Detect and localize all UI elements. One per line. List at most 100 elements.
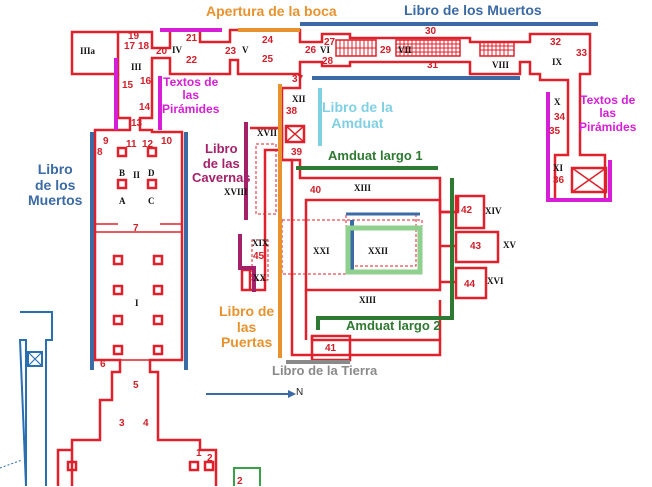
roman-VIII: VIII: [492, 60, 510, 70]
roman-XVI: XVI: [487, 276, 504, 286]
label-line: Muertos: [28, 192, 83, 209]
num-7: 7: [133, 223, 139, 234]
pillar: [112, 254, 124, 266]
label-line: Libro: [205, 141, 238, 156]
label-apertura: Apertura de la boca: [206, 3, 337, 19]
roman-XIII-top: XIII: [354, 183, 372, 193]
num-23: 23: [225, 46, 237, 57]
num-26: 26: [305, 45, 317, 56]
num-15: 15: [122, 80, 134, 91]
band-cavernas: [238, 122, 256, 292]
num-14: 14: [139, 102, 151, 113]
hatching: [336, 40, 514, 56]
num-22: 22: [186, 55, 198, 66]
num-2: 2: [207, 453, 213, 464]
corridor-VIII: [479, 41, 515, 57]
num-6: 6: [100, 359, 106, 370]
num-29: 29: [380, 45, 392, 56]
pillar: [152, 254, 164, 266]
label-line: Textos de: [163, 75, 219, 89]
num-3: 3: [119, 418, 125, 429]
label-line: de las: [202, 155, 240, 171]
pillar: [146, 178, 158, 190]
num-30: 30: [425, 26, 437, 37]
num-9: 9: [103, 136, 109, 147]
pillar: [152, 284, 164, 296]
roman-XIV: XIV: [485, 206, 502, 216]
roman-X: X: [554, 97, 561, 107]
label-line: las: [599, 106, 617, 121]
roman-XVII: XVII: [257, 128, 278, 138]
legend-box: [233, 467, 261, 486]
label-line: Pirámides: [579, 119, 637, 134]
label-line: Textos de: [580, 93, 636, 107]
pillar: [152, 344, 164, 356]
roman-XXII: XXII: [368, 246, 389, 256]
roman-XI: XI: [553, 163, 564, 173]
burial-chamber: [304, 198, 442, 292]
roman-XXI: XXI: [313, 246, 330, 256]
label-line: las: [182, 88, 200, 103]
num-24: 24: [262, 35, 274, 46]
label-cavernas: Libro de las Cavernas: [192, 141, 251, 186]
pillar: [116, 146, 128, 158]
pillar: [152, 314, 164, 326]
pillar: [203, 460, 215, 472]
pillar: [112, 344, 124, 356]
num-45: 45: [253, 251, 265, 262]
roman-IIIa: IIIa: [80, 46, 96, 56]
shaft-left: [18, 311, 53, 486]
roman-VII: VII: [398, 45, 412, 55]
label-north: N: [296, 387, 304, 398]
num-19: 19: [128, 31, 140, 42]
num-11: 11: [126, 139, 137, 150]
label-piramides-1: Textos de las Pirámides: [162, 75, 219, 116]
letter-C: C: [148, 196, 155, 206]
label-amduat: Libro de la Amduat: [322, 99, 393, 131]
num-31: 31: [427, 60, 439, 71]
letter-B: B: [119, 168, 126, 178]
label-line: Amduat: [331, 114, 384, 131]
pillar: [112, 284, 124, 296]
num-43: 43: [470, 241, 482, 252]
room-36: [570, 166, 608, 194]
num-4: 4: [143, 418, 149, 429]
num-33: 33: [576, 48, 588, 59]
num-13: 13: [131, 118, 143, 129]
num-41: 41: [325, 343, 337, 354]
num-36: 36: [553, 175, 565, 186]
label-amduat-largo-2: Amduat largo 2: [346, 318, 441, 333]
num-12: 12: [142, 139, 154, 150]
roman-II: II: [133, 170, 141, 180]
band-burial-green: [345, 225, 423, 275]
num-28: 28: [322, 56, 334, 67]
letter-A: A: [119, 196, 126, 206]
main-corridor-west: [70, 74, 132, 450]
label-muertos-top: Libro de los Muertos: [404, 2, 542, 18]
label-line: Puertas: [220, 334, 273, 351]
roman-XV: XV: [503, 240, 516, 250]
num-32: 32: [550, 37, 562, 48]
roman-IX: IX: [552, 57, 563, 67]
label-line: Libro: [37, 161, 73, 177]
num-44: 44: [464, 279, 476, 290]
label-line: Libro de la: [322, 99, 393, 115]
band-piramides-east: [546, 92, 612, 202]
room-36-cross: [571, 167, 607, 193]
room-38-cross: [285, 125, 305, 143]
num-39: 39: [291, 147, 303, 158]
label-puertas: Libro de las Puertas: [219, 303, 274, 351]
roman-V: V: [242, 45, 249, 55]
label-line: de los: [34, 176, 76, 193]
label-tierra: Libro de la Tierra: [272, 363, 378, 378]
num-27: 27: [324, 37, 336, 48]
num-42: 42: [461, 205, 473, 216]
roman-XIII-bottom: XIII: [359, 295, 377, 305]
pillar: [116, 178, 128, 190]
num-2b: 2: [237, 476, 243, 487]
label-piramides-2: Textos de las Pirámides: [579, 93, 637, 134]
corridor-40: [282, 158, 460, 214]
band-amduat-largo-2: [316, 178, 454, 330]
